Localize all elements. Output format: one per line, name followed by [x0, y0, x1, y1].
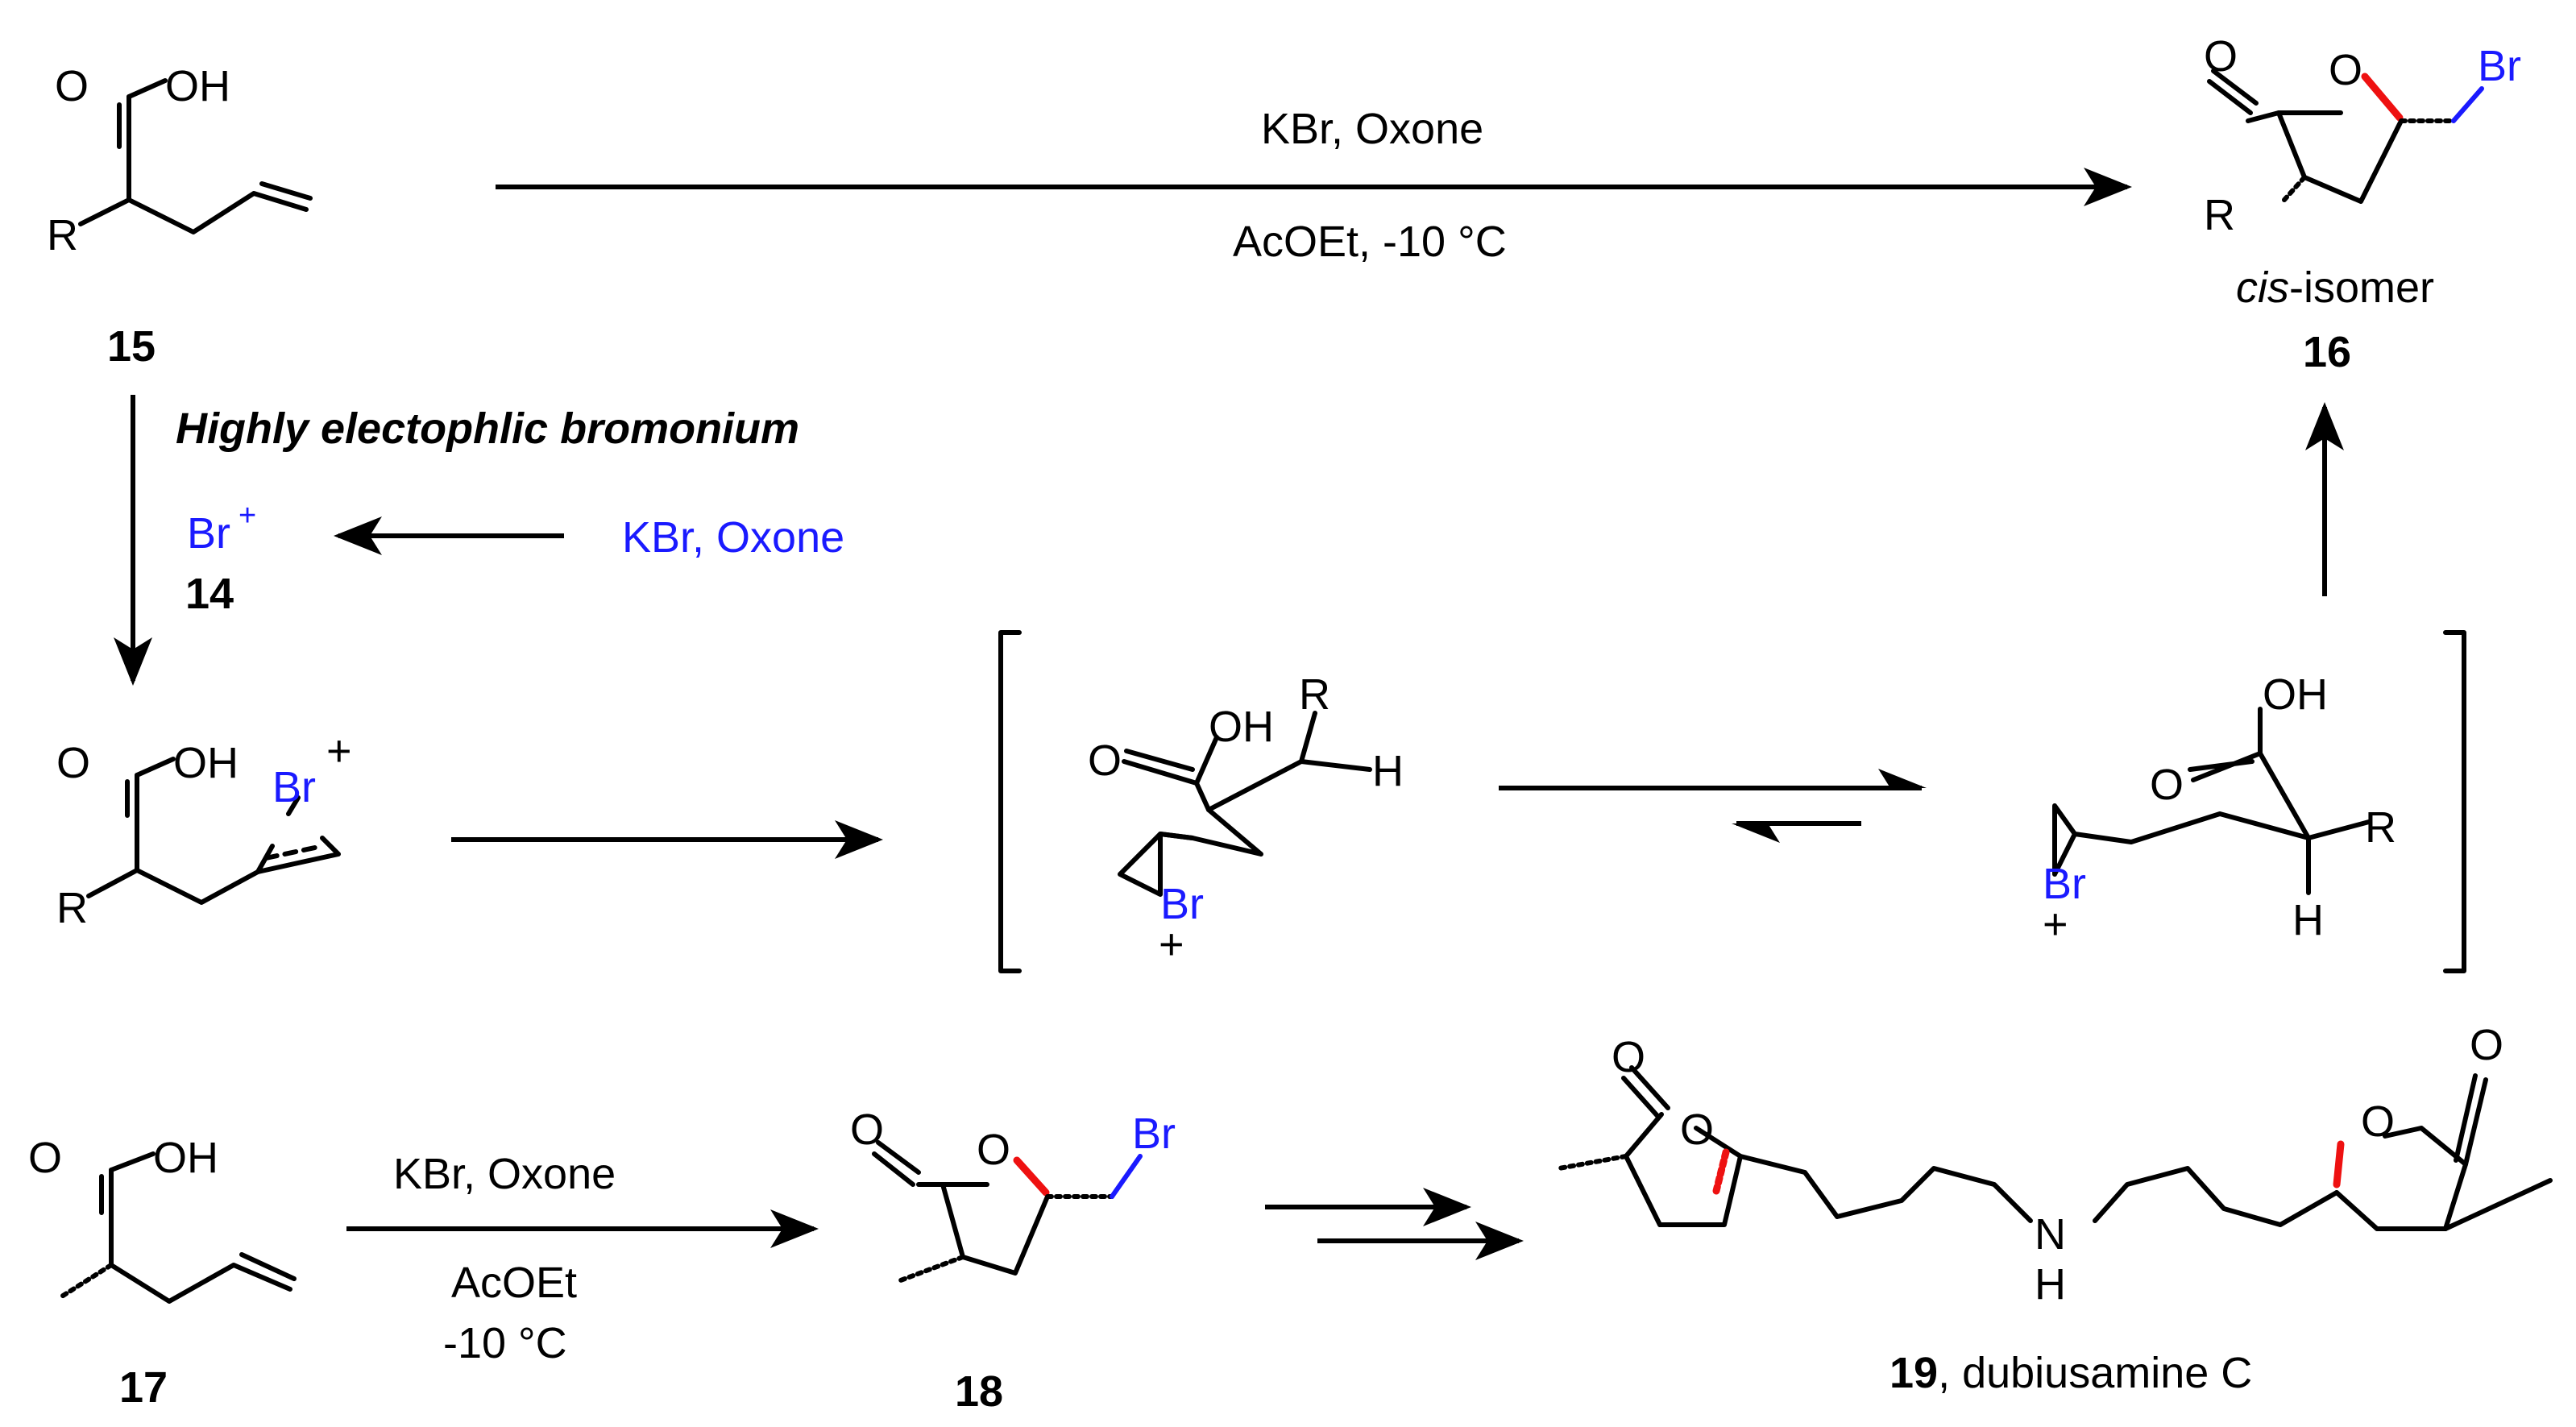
atom-r: R [2204, 191, 2235, 239]
atom-n: N [2035, 1210, 2066, 1259]
right-bracket [2443, 630, 2466, 973]
compound-number-15: 15 [107, 322, 156, 371]
atom-o: O [2470, 1021, 2503, 1069]
atom-o: O [850, 1106, 884, 1154]
conformer-a: O OH R H Br + [1088, 670, 1404, 969]
isomer-text: -isomer [2289, 263, 2434, 312]
atom-o: O [2204, 32, 2238, 81]
bromonium-note: Highly electophlic bromonium [176, 404, 799, 453]
atom-ring-o: O [977, 1126, 1010, 1174]
atom-o: O [1612, 1033, 1645, 1081]
atom-ring-o: O [1680, 1106, 1714, 1154]
dubiusamine-name: , dubiusamine C [1938, 1349, 2252, 1397]
atom-br: Br [272, 763, 316, 811]
atom-oh: OH [165, 62, 230, 110]
atom-h: H [2292, 896, 2324, 944]
bottom-reagent-label: KBr, Oxone [393, 1150, 616, 1198]
compound-16: O O Br R cis-isomer 16 [2204, 32, 2521, 376]
atom-o: O [55, 62, 89, 110]
bottom-solvent-label: AcOEt [451, 1259, 577, 1307]
atom-oh: OH [173, 739, 239, 787]
compound-number-19: 19 [1889, 1349, 1938, 1397]
atom-br: Br [2478, 42, 2521, 90]
atom-br: Br [1160, 880, 1204, 928]
left-bracket [998, 630, 1022, 973]
bromonium-intermediate: O OH R Br + [56, 727, 352, 932]
atom-br: Br [1132, 1110, 1176, 1158]
atom-o: O [56, 739, 90, 787]
atom-o: O [2150, 761, 2184, 809]
compound-17: O OH 17 [28, 1134, 297, 1412]
bromonium-charge: + [2043, 900, 2068, 948]
atom-br: Br [2043, 860, 2086, 908]
compound-number-14: 14 [185, 570, 234, 618]
atom-ring-o: O [2361, 1097, 2395, 1146]
atom-h: H [2035, 1260, 2066, 1309]
reagent-label: KBr, Oxone [1261, 105, 1483, 153]
atom-o: O [28, 1134, 62, 1182]
cis-text: cis [2236, 263, 2289, 312]
equilibrium-arrows [1499, 769, 1927, 843]
atom-r: R [1299, 670, 1330, 719]
solvent-label: AcOEt, -10 °C [1233, 218, 1507, 266]
reagent-14: Br + 14 KBr, Oxone [185, 499, 844, 618]
compound-15: O OH R 15 [47, 62, 313, 371]
compound-19: O O N H O O 19, dubiusamine C [1557, 1021, 2553, 1397]
cation-charge: + [239, 499, 256, 533]
compound-18: O O Br 18 [850, 1106, 1176, 1416]
arrow-down-to-bromonium: Highly electophlic bromonium [114, 395, 799, 686]
bottom-temp-label: -10 °C [443, 1319, 567, 1367]
atom-r: R [2365, 803, 2396, 852]
bromonium-charge: + [1159, 920, 1184, 969]
atom-oh: OH [1209, 703, 1274, 751]
reaction-arrow-17-to-18: KBr, Oxone AcOEt -10 °C [346, 1150, 819, 1367]
side-reagent-label: KBr, Oxone [622, 513, 844, 562]
compound-number-18: 18 [955, 1367, 1003, 1416]
atom-r: R [47, 211, 78, 259]
bromonium-charge: + [326, 727, 352, 775]
atom-r: R [56, 884, 88, 932]
bromine-cation: Br [187, 509, 230, 558]
compound-19-caption: 19, dubiusamine C [1889, 1349, 2252, 1397]
compound-number-17: 17 [119, 1363, 168, 1412]
reaction-arrow-15-to-16: KBr, Oxone AcOEt, -10 °C [496, 105, 2132, 266]
compound-number-16: 16 [2303, 328, 2351, 376]
atom-oh: OH [2263, 670, 2328, 719]
atom-oh: OH [153, 1134, 218, 1182]
cis-isomer-label: cis-isomer [2236, 263, 2434, 312]
atom-h: H [1372, 747, 1404, 795]
atom-o: O [1088, 736, 1122, 785]
conformer-b: OH O R H Br + [2043, 670, 2396, 948]
multistep-arrow [1265, 1188, 1524, 1260]
atom-ring-o: O [2329, 46, 2362, 94]
